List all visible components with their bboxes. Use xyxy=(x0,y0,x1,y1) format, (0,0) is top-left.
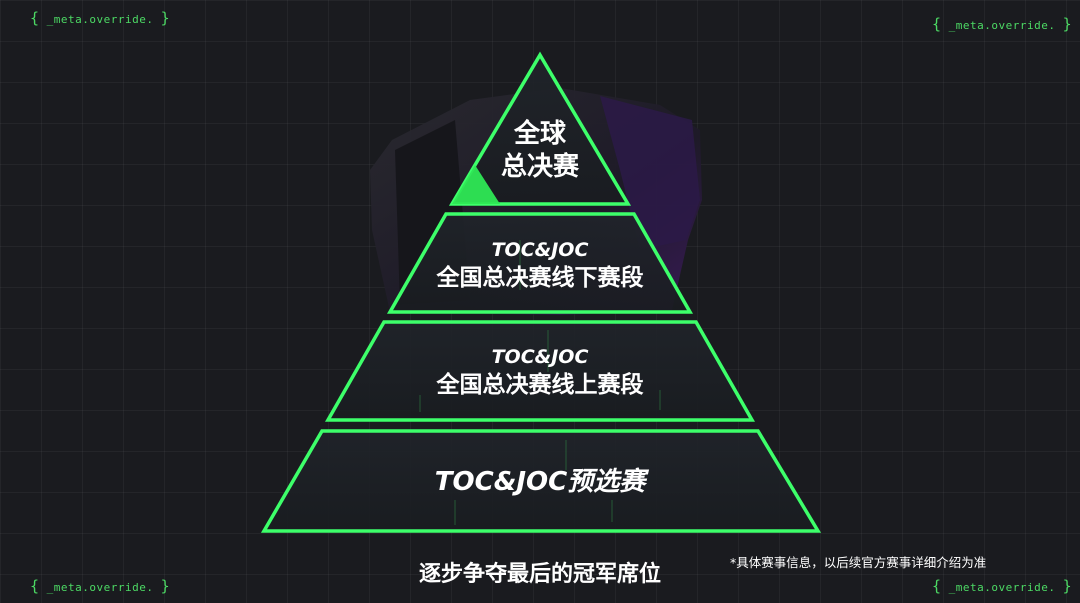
pyramid-tier-2-shape xyxy=(386,212,694,314)
subtitle-caption: 逐步争夺最后的冠军席位 xyxy=(418,562,662,587)
tier-3-line-2: 全国总决赛线上赛段 xyxy=(436,372,644,398)
bracket-close-icon: } xyxy=(1062,577,1073,595)
corner-label-bottom-right: { _meta.override. } xyxy=(932,577,1072,595)
corner-label-top-right: { _meta.override. } xyxy=(932,15,1072,33)
bracket-open-icon: { xyxy=(30,9,40,27)
pyramid-tier-3-label: TOC&JOC 全国总决赛线上赛段 xyxy=(437,343,644,399)
tier-3-line-1: TOC&JOC xyxy=(491,346,589,368)
bracket-close-icon: } xyxy=(160,9,171,27)
tier-2-line-2: 全国总决赛线下赛段 xyxy=(436,265,644,291)
bracket-open-icon: { xyxy=(932,15,942,33)
data-streaks xyxy=(419,240,661,525)
tier-4-line-1: TOC&JOC预选赛 xyxy=(434,467,646,497)
tier-1-line-1: 全球 xyxy=(513,119,567,149)
bracket-open-icon: { xyxy=(932,577,942,595)
bracket-close-icon: } xyxy=(1062,15,1073,33)
pyramid-tier-4-label: TOC&JOC预选赛 xyxy=(435,461,645,498)
pyramid-tier-1-label: 全球 总决赛 xyxy=(501,118,579,184)
pyramid-tier-3-shape xyxy=(324,320,756,422)
pyramid-tier-1-shape xyxy=(448,51,632,206)
corner-label-text: _meta.override. xyxy=(948,581,1056,594)
pyramid-tier-2-label: TOC&JOC 全国总决赛线下赛段 xyxy=(437,236,644,292)
corner-label-text: _meta.override. xyxy=(46,13,154,26)
pyramid-tier-4-shape xyxy=(260,429,822,533)
tier-2-line-1: TOC&JOC xyxy=(491,239,589,261)
disclaimer-note: *具体赛事信息，以后续官方赛事详细介绍为准 xyxy=(730,555,987,570)
corner-label-top-left: { _meta.override. } xyxy=(30,9,170,27)
corner-label-text: _meta.override. xyxy=(948,19,1056,32)
bracket-close-icon: } xyxy=(160,577,171,595)
green-accent-shape xyxy=(452,165,500,204)
bracket-open-icon: { xyxy=(30,577,40,595)
corner-label-text: _meta.override. xyxy=(46,581,154,594)
tier-1-line-2: 总决赛 xyxy=(500,152,580,182)
corner-label-bottom-left: { _meta.override. } xyxy=(30,577,170,595)
